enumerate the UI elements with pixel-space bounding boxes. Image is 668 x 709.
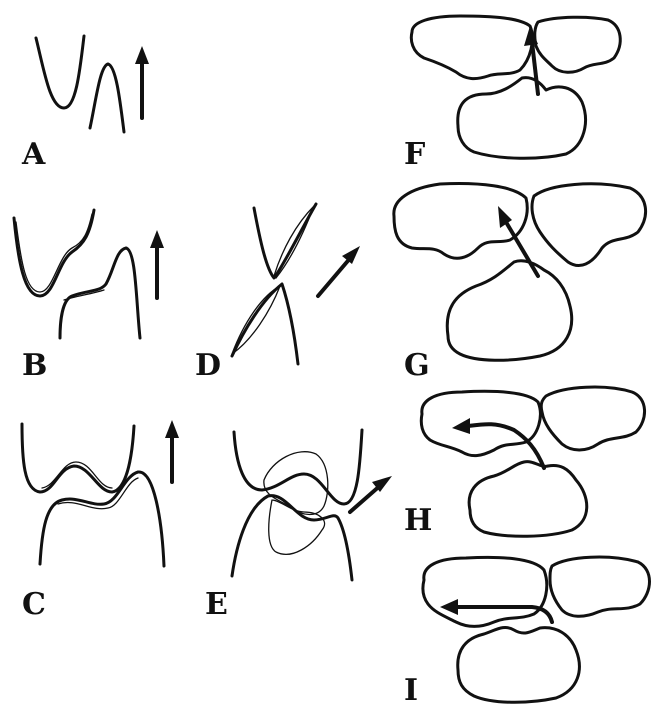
panel-h-lower-tooth: [469, 462, 587, 537]
panel-label-g: G: [404, 348, 430, 383]
panel-c-upper-cusp: [22, 424, 134, 492]
panel-h: H: [404, 387, 645, 538]
panel-label-c: C: [22, 587, 46, 622]
panel-e: E: [205, 430, 392, 622]
panel-label-a: A: [21, 137, 46, 172]
panel-d-arrow-head: [342, 246, 360, 264]
panel-e-upper-cusp: [234, 430, 362, 504]
panel-a: A: [21, 36, 149, 172]
panel-label-b: B: [22, 348, 47, 383]
panel-b-arrow-head: [150, 230, 164, 248]
panel-b-lower-cusp: [60, 248, 140, 338]
panel-e-upper-wear-loop: [264, 452, 328, 515]
panel-f-left-upper-tooth: [411, 16, 532, 79]
panel-i-left-upper-tooth: [423, 557, 547, 626]
panel-a-lower-cusp: [90, 64, 124, 132]
panel-f-right-upper-tooth: [535, 17, 621, 72]
panel-i-right-upper-tooth: [550, 557, 650, 616]
panel-label-e: E: [205, 587, 228, 622]
panel-f-lower-tooth: [458, 78, 586, 159]
panel-i: I: [404, 557, 650, 708]
panel-c-arrow-head: [165, 420, 179, 438]
panel-c: C: [22, 420, 179, 622]
panel-h-right-upper-tooth: [541, 387, 644, 450]
panel-g: G: [394, 184, 646, 383]
panel-h-arrow-head: [452, 418, 470, 434]
panel-label-i: I: [404, 673, 418, 708]
panel-e-lower-wear-loop: [269, 500, 325, 554]
panel-g-right-upper-tooth: [532, 184, 646, 266]
panel-i-lower-tooth: [458, 627, 580, 702]
panel-d: D: [195, 204, 360, 383]
panel-a-upper-cusp: [36, 36, 84, 108]
panel-a-arrow-head: [135, 46, 149, 64]
panel-g-lower-tooth: [447, 261, 571, 361]
panel-label-h: H: [404, 503, 432, 538]
panel-label-f: F: [404, 137, 425, 172]
panel-i-arrow-head: [440, 599, 458, 615]
panel-b: B: [14, 210, 164, 383]
panel-d-upper-cusp: [254, 204, 316, 278]
panel-d-arrow: [318, 256, 352, 296]
panel-label-d: D: [195, 348, 221, 383]
panel-b-upper-cusp: [14, 210, 94, 296]
panel-d-lower-cusp: [232, 284, 298, 364]
panel-f: F: [404, 16, 620, 172]
